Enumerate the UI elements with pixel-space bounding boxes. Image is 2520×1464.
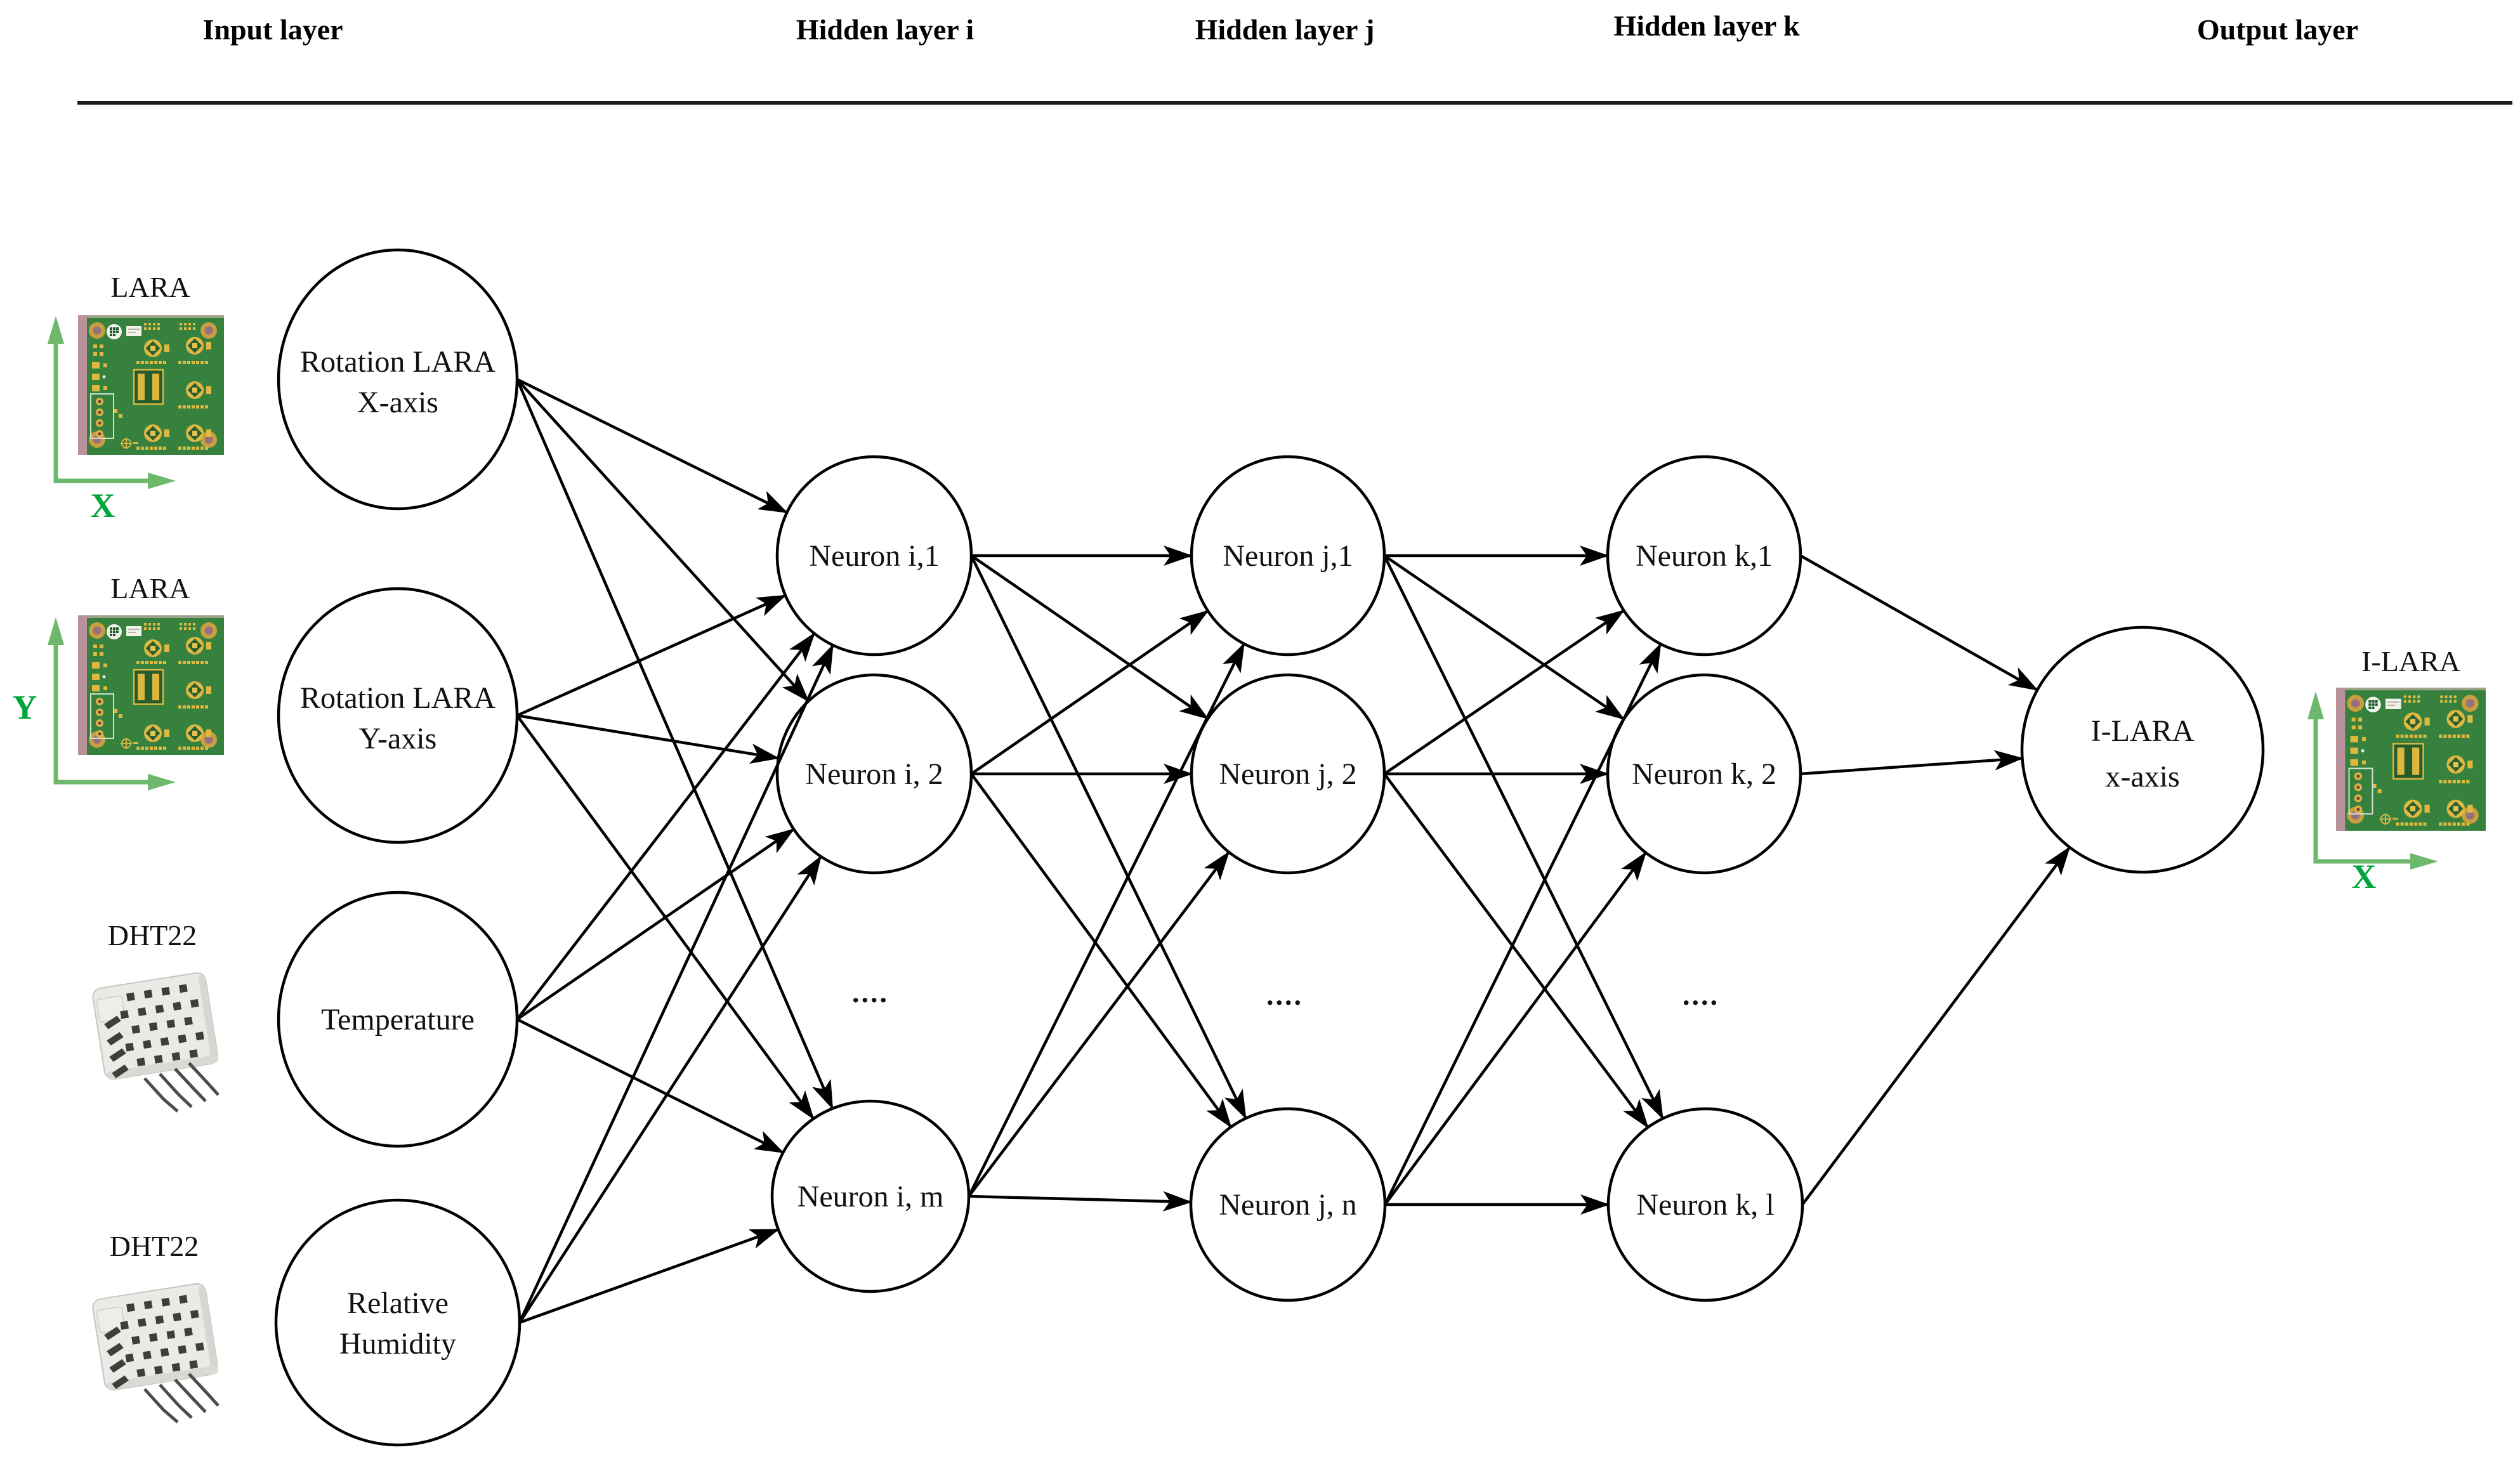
edge-im-j2 (968, 851, 1230, 1198)
sensor-dht22-humidity: DHT22 (91, 1230, 218, 1422)
lara-y-up-arrowhead (48, 617, 64, 645)
edge-j2-kl (1383, 773, 1650, 1129)
output-label-line1: I-LARA (2091, 714, 2195, 748)
edge-in4-i1 (518, 644, 834, 1323)
i-lara-right-arrowhead (2410, 853, 2438, 870)
hidden-k-ellipsis: .... (1683, 979, 1719, 1011)
i-lara-label: I-LARA (2361, 645, 2460, 677)
hidden-k-label-l: Neuron k, l (1636, 1188, 1774, 1222)
edge-in3-im (516, 1017, 785, 1154)
hidden-j-label-1: Neuron j,1 (1223, 539, 1353, 573)
edge-j1-kl (1382, 555, 1664, 1120)
sensor-dht22-temperature: DHT22 (91, 919, 218, 1111)
hidden-i-ellipsis: .... (852, 976, 889, 1009)
edge-j1-k2 (1383, 554, 1625, 721)
hidden-j-label-n: Neuron j, n (1219, 1188, 1356, 1222)
edge-kl-out (1801, 846, 2071, 1206)
hidden-i-label-2: Neuron i, 2 (805, 757, 943, 791)
edge-im-jn (968, 1191, 1193, 1212)
dht22-temperature-image (91, 972, 218, 1111)
edge-in3-i1 (516, 632, 816, 1021)
i-lara-axis-letter: X (2352, 858, 2377, 896)
edge-i1-jn (969, 555, 1247, 1120)
header-hidden-layer-k: Hidden layer k (1613, 10, 1800, 42)
i-lara-board-image (2336, 686, 2486, 832)
lara-x-label: LARA (110, 271, 190, 303)
input-node-humidity (274, 1198, 522, 1447)
dht22-humidity-label: DHT22 (110, 1230, 199, 1262)
edge-in2-i2 (516, 714, 780, 764)
dht22-temperature-label: DHT22 (108, 919, 197, 951)
edge-in2-i1 (516, 594, 787, 717)
input-label-humidity-line2: Humidity (339, 1327, 456, 1361)
edge-jn-k1 (1383, 643, 1662, 1205)
input-node-rotation-x (277, 248, 519, 511)
lara-y-board-image (78, 615, 224, 755)
input-label-humidity-line1: Relative (347, 1286, 449, 1320)
edge-im-j1 (967, 643, 1245, 1198)
hidden-j-ellipsis: .... (1266, 979, 1303, 1011)
edge-j2-k1 (1383, 609, 1625, 775)
i-lara-up-arrowhead (2307, 691, 2324, 719)
lara-y-axis-letter: Y (13, 688, 37, 726)
i-lara-axes (2313, 718, 2411, 864)
edge-in1-i1 (516, 377, 789, 514)
edge-k2-out (1800, 750, 2024, 776)
sensor-lara-y: LARA Y (13, 572, 224, 790)
connection-arrows (515, 377, 2071, 1324)
hidden-k-label-1: Neuron k,1 (1636, 539, 1773, 573)
edge-k1-out (1799, 554, 2038, 691)
lara-x-axis-letter: X (91, 487, 115, 525)
input-label-rotation-x-line2: X-axis (357, 386, 438, 419)
hidden-i-label-1: Neuron i,1 (809, 539, 939, 573)
edge-in4-i2 (518, 855, 822, 1324)
hidden-j-label-2: Neuron j, 2 (1219, 757, 1356, 791)
sensor-lara-x: LARA X (48, 271, 224, 525)
output-label-line2: x-axis (2105, 760, 2179, 794)
edge-in1-im (515, 379, 834, 1110)
dht22-humidity-image (91, 1283, 218, 1422)
lara-y-axes (53, 644, 151, 785)
lara-x-board-image (78, 315, 224, 455)
input-label-rotation-y-line1: Rotation LARA (300, 681, 495, 715)
hidden-i-label-m: Neuron i, m (797, 1180, 944, 1213)
edge-in3-i2 (516, 828, 795, 1021)
lara-y-label: LARA (110, 572, 190, 605)
edge-jn-k2 (1384, 851, 1647, 1206)
sensor-i-lara: I-LARA X (2307, 645, 2486, 896)
lara-x-right-arrowhead (148, 473, 176, 489)
output-node-ilara-x (2020, 625, 2265, 874)
lara-x-axes (53, 343, 151, 483)
edge-in1-i2 (516, 378, 810, 702)
edge-i1-j2 (970, 554, 1209, 720)
lara-y-right-arrowhead (148, 774, 176, 790)
edge-i2-jn (970, 773, 1233, 1128)
header-hidden-layer-i: Hidden layer i (796, 13, 975, 46)
edge-in4-im (519, 1228, 780, 1324)
header-rule (77, 101, 2512, 105)
header-output-layer: Output layer (2197, 13, 2358, 46)
edge-i2-j1 (970, 610, 1209, 775)
lara-x-up-arrowhead (48, 316, 64, 344)
input-node-rotation-y (277, 587, 519, 844)
header-input-layer: Input layer (202, 13, 343, 46)
input-label-temperature: Temperature (321, 1003, 475, 1036)
input-label-rotation-x-line1: Rotation LARA (300, 345, 495, 379)
header-hidden-layer-j: Hidden layer j (1195, 13, 1375, 46)
hidden-k-label-2: Neuron k, 2 (1632, 757, 1776, 791)
input-label-rotation-y-line2: Y-axis (359, 722, 437, 755)
